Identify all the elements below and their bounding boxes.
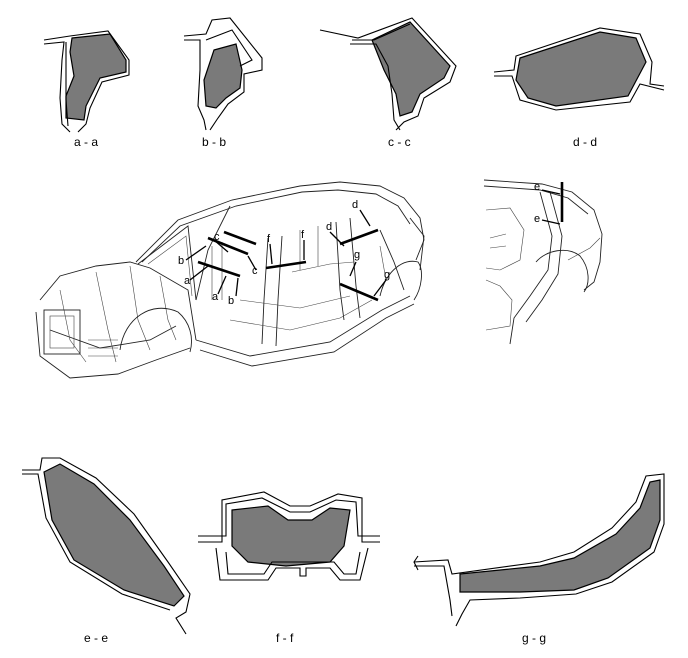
callout-e-lower: e <box>534 213 540 225</box>
cut-markers <box>197 182 564 302</box>
section-e-e-caption: e - e <box>84 631 108 645</box>
rear-detail-view <box>483 179 603 345</box>
section-e-e <box>22 457 191 635</box>
callout-a-lower: a <box>212 291 219 303</box>
callout-d-lower: d <box>326 221 332 233</box>
section-c-c-caption: c - c <box>388 135 411 149</box>
section-f-f <box>198 491 380 581</box>
callout-a-upper: a <box>184 275 191 287</box>
callout-e-upper: e <box>534 181 540 193</box>
callout-b-upper: b <box>178 255 184 267</box>
section-g-g <box>413 473 665 627</box>
section-f-f-caption: f - f <box>276 631 294 645</box>
callout-g-right: g <box>384 269 390 281</box>
section-g-g-caption: g - g <box>522 631 546 645</box>
callout-b-lower: b <box>228 295 234 307</box>
callout-g-left: g <box>354 249 360 261</box>
callout-f-left: f <box>267 233 271 245</box>
section-d-d <box>493 27 665 111</box>
section-d-d-caption: d - d <box>573 135 597 149</box>
section-b-b-caption: b - b <box>202 135 226 149</box>
callout-c-lower: c <box>252 265 258 277</box>
section-a-a <box>43 30 130 133</box>
car-body-in-white <box>35 181 425 379</box>
section-b-b <box>183 17 263 131</box>
callout-d-upper: d <box>352 199 358 211</box>
callout-arrows <box>185 189 561 297</box>
section-c-c <box>319 17 457 131</box>
callout-f-right: f <box>301 229 305 241</box>
section-a-a-caption: a - a <box>74 135 98 149</box>
callout-c-upper: c <box>214 231 220 243</box>
